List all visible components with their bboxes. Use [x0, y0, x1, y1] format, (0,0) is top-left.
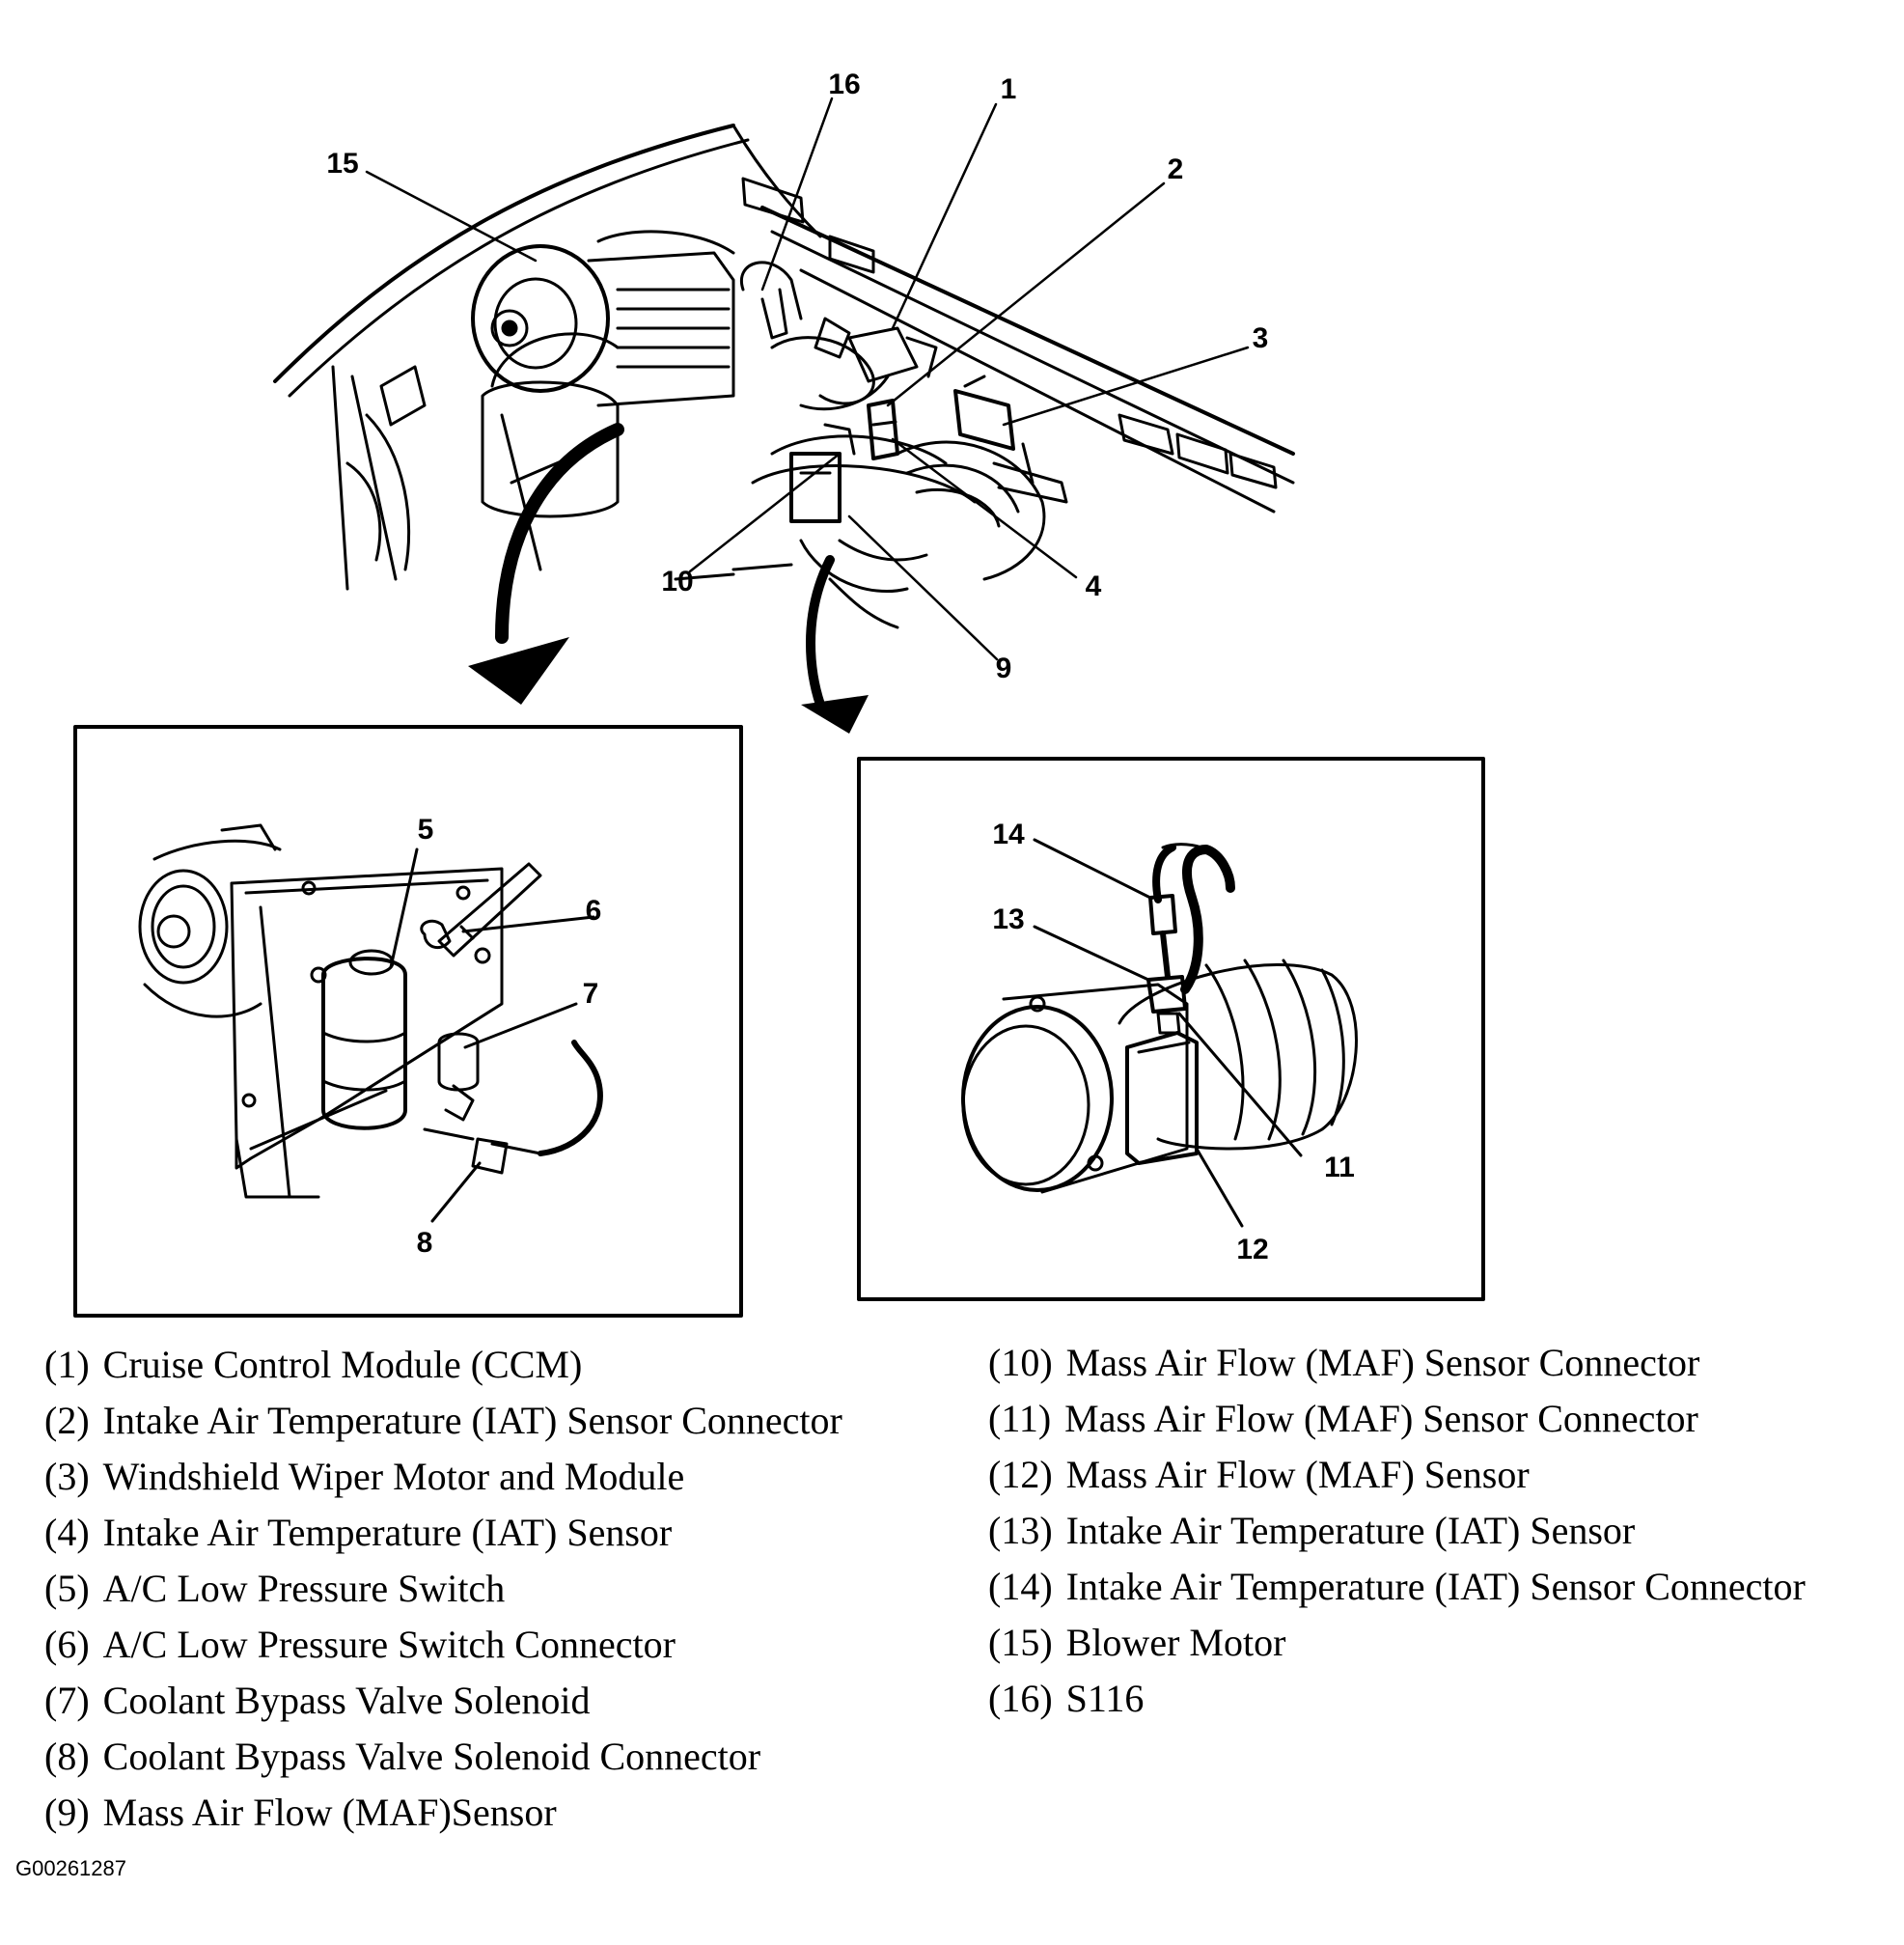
legend-item: (10)Mass Air Flow (MAF) Sensor Connector: [988, 1341, 1700, 1384]
legend-left-column: (1)Cruise Control Module (CCM) (2)Intake…: [44, 1337, 842, 1841]
legend-item: (15)Blower Motor: [988, 1621, 1286, 1664]
legend-right-column: (10)Mass Air Flow (MAF) Sensor Connector…: [988, 1335, 1806, 1727]
inset-right-view: [857, 757, 1485, 1301]
callout-2: 2: [1167, 153, 1184, 185]
callout-3: 3: [1252, 322, 1269, 354]
legend-item: (5)A/C Low Pressure Switch: [44, 1567, 506, 1610]
inset-left-view: [73, 725, 743, 1318]
legend-item: (12)Mass Air Flow (MAF) Sensor: [988, 1453, 1530, 1496]
callout-5: 5: [417, 814, 434, 846]
callout-15: 15: [326, 148, 359, 180]
legend-item: (8)Coolant Bypass Valve Solenoid Connect…: [44, 1735, 761, 1778]
legend-item: (14)Intake Air Temperature (IAT) Sensor …: [988, 1565, 1806, 1608]
callout-11: 11: [1324, 1152, 1355, 1183]
callout-8: 8: [416, 1227, 433, 1259]
legend-item: (1)Cruise Control Module (CCM): [44, 1343, 583, 1386]
callout-9: 9: [995, 653, 1012, 684]
callout-10: 10: [661, 566, 694, 597]
callout-4: 4: [1085, 570, 1102, 602]
callout-6: 6: [585, 895, 602, 927]
callout-16: 16: [828, 69, 861, 100]
callout-1: 1: [1000, 73, 1017, 105]
legend-item: (9)Mass Air Flow (MAF)Sensor: [44, 1791, 557, 1834]
overview-view: [273, 124, 1295, 734]
overview-leader-lines: [365, 97, 1250, 661]
callout-13: 13: [992, 903, 1025, 935]
legend-item: (7)Coolant Bypass Valve Solenoid: [44, 1679, 591, 1722]
legend-item: (2)Intake Air Temperature (IAT) Sensor C…: [44, 1399, 842, 1442]
legend-item: (4)Intake Air Temperature (IAT) Sensor: [44, 1511, 673, 1554]
legend-item: (3)Windshield Wiper Motor and Module: [44, 1455, 685, 1498]
figure-id: G00261287: [15, 1856, 126, 1880]
callout-14: 14: [992, 819, 1025, 850]
legend-item: (11)Mass Air Flow (MAF) Sensor Connector: [988, 1397, 1698, 1440]
legend-item: (13)Intake Air Temperature (IAT) Sensor: [988, 1509, 1636, 1552]
legend-item: (6)A/C Low Pressure Switch Connector: [44, 1623, 676, 1666]
callout-7: 7: [582, 978, 599, 1010]
callout-12: 12: [1236, 1234, 1269, 1265]
legend-item: (16)S116: [988, 1677, 1145, 1720]
